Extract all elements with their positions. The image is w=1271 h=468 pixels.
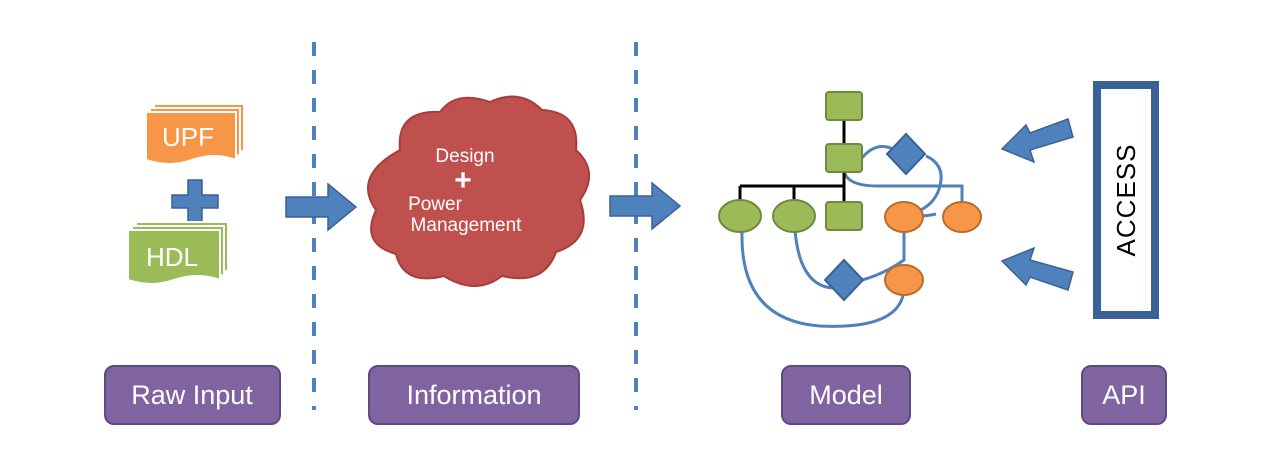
- hdl-label: HDL: [146, 242, 198, 272]
- arrow-right-icon: [285, 182, 358, 232]
- graph-node-ellipse: [772, 199, 816, 233]
- graph-node-diamond: [823, 258, 865, 302]
- arrow-left-icon: [1000, 246, 1074, 291]
- access-label: ACCESS: [1111, 144, 1141, 257]
- stage-label-raw-input-text: Raw Input: [131, 380, 253, 410]
- stage-label-api: API: [1081, 365, 1167, 425]
- graph-node-ellipse: [884, 201, 924, 233]
- stage-label-raw-input: Raw Input: [104, 365, 281, 425]
- model-graph: [718, 91, 982, 328]
- graph-node-ellipse: [942, 201, 982, 233]
- stage-label-information: Information: [368, 365, 580, 425]
- arrow-left-icon: [1000, 118, 1074, 164]
- stage-label-model: Model: [781, 365, 911, 425]
- stage-label-model-text: Model: [809, 380, 883, 410]
- access-box: ACCESS: [1093, 81, 1159, 319]
- graph-node-square: [825, 91, 863, 121]
- hdl-document-stack: HDL: [127, 221, 229, 285]
- design-cloud: Design + Power Management: [367, 95, 590, 287]
- cloud-line-power: Power: [408, 194, 463, 215]
- stage-label-information-text: Information: [406, 380, 541, 410]
- cloud-line-design: Design: [435, 146, 494, 167]
- graph-node-square: [825, 201, 863, 231]
- stage-label-api-text: API: [1102, 380, 1146, 410]
- upf-label: UPF: [162, 122, 214, 152]
- graph-node-ellipse: [718, 199, 762, 233]
- graph-node-ellipse: [884, 264, 924, 296]
- graph-node-diamond: [885, 132, 927, 176]
- upf-document-stack: UPF: [145, 103, 245, 165]
- cloud-line-plus: +: [454, 164, 472, 197]
- cloud-line-management: Management: [411, 215, 523, 236]
- graph-node-square: [825, 143, 863, 173]
- arrow-right-icon: [609, 181, 682, 231]
- plus-icon: [171, 179, 219, 224]
